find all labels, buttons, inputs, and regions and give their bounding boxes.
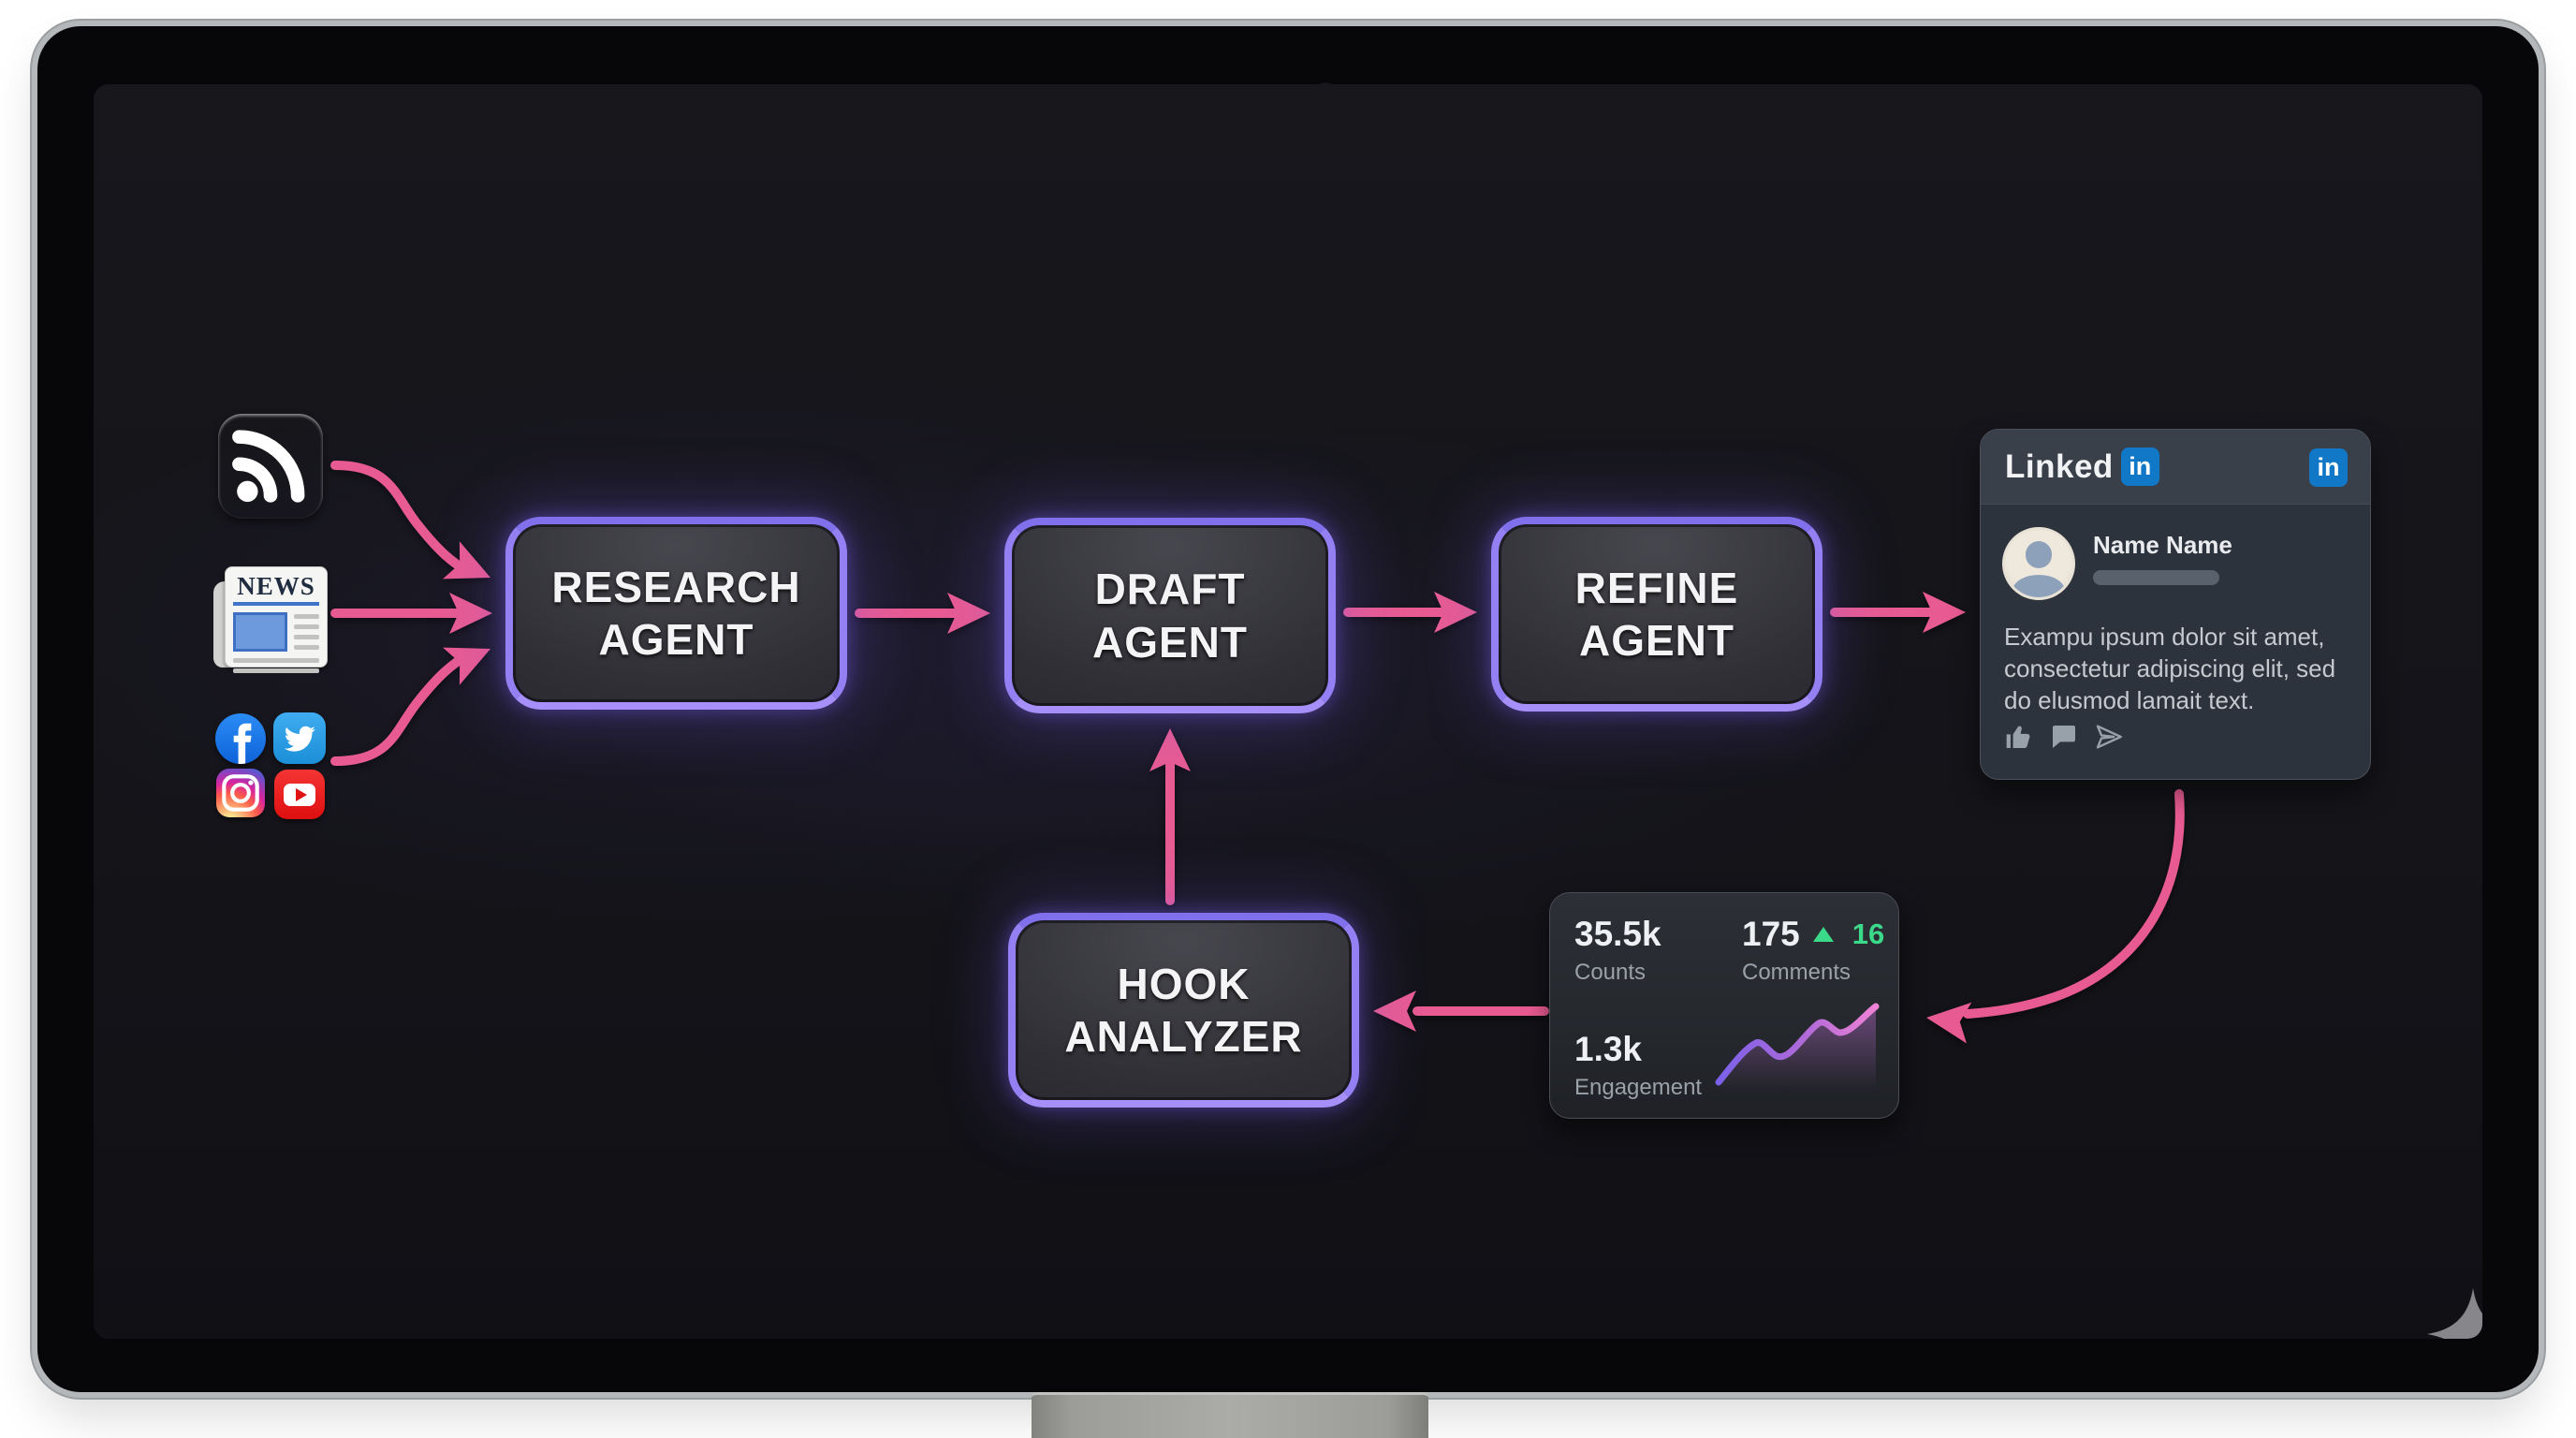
node-research-agent: RESEARCH AGENT xyxy=(505,517,847,710)
connector-rss-to-research xyxy=(330,461,499,597)
post-action-bar xyxy=(2004,722,2124,752)
youtube-icon xyxy=(274,770,325,819)
sparkle-logo-icon xyxy=(2427,1288,2482,1339)
linkedin-brand-text: Linked xyxy=(2005,448,2114,485)
linkedin-card-header: Linked in in xyxy=(1981,430,2370,505)
comments-stat: 175 16 Comments xyxy=(1742,917,1884,986)
node-research-agent-label: RESEARCH AGENT xyxy=(551,562,801,664)
linkedin-post-card: Linked in in Name Name Exampu ipsum dolo… xyxy=(1980,429,2371,780)
node-refine-agent: REFINE AGENT xyxy=(1491,517,1822,712)
comment-icon[interactable] xyxy=(2049,722,2079,752)
counts-value: 35.5k xyxy=(1574,915,1661,953)
connector-hook-to-draft xyxy=(1149,728,1191,905)
connector-news-to-research xyxy=(330,593,492,634)
connector-analytics-to-hook xyxy=(1373,990,1549,1032)
newspaper-photo-placeholder xyxy=(233,612,287,652)
linkedin-corner-logo-icon: in xyxy=(2309,448,2348,487)
comments-value: 175 xyxy=(1742,915,1800,953)
analytics-card: 35.5k Counts 175 16 Comments 1.3k Engage… xyxy=(1549,892,1899,1119)
comments-label: Comments xyxy=(1742,960,1852,985)
send-icon[interactable] xyxy=(2094,722,2124,752)
connector-refine-to-linkedin xyxy=(1830,592,1966,633)
post-body-text: Exampu ipsum dolor sit amet, consectetur… xyxy=(2004,623,2336,714)
connector-social-to-research xyxy=(330,629,499,766)
instagram-icon xyxy=(216,769,265,817)
connector-draft-to-refine xyxy=(1343,592,1477,633)
node-hook-analyzer: HOOK ANALYZER xyxy=(1008,913,1359,1108)
author-subtitle-placeholder xyxy=(2093,570,2219,585)
counts-stat: 35.5k Counts xyxy=(1574,917,1661,986)
delta-up-icon xyxy=(1812,926,1834,942)
screen: NEWS xyxy=(94,84,2482,1339)
engagement-value: 1.3k xyxy=(1574,1030,1643,1068)
author-name: Name Name xyxy=(2093,531,2232,559)
youtube-play-button xyxy=(284,783,315,806)
node-draft-agent: DRAFT AGENT xyxy=(1004,518,1336,713)
counts-label: Counts xyxy=(1574,960,1647,985)
facebook-icon xyxy=(215,713,266,764)
node-draft-agent-label: DRAFT AGENT xyxy=(1092,565,1248,667)
newspaper-title: NEWS xyxy=(237,572,315,600)
newspaper-front-page: NEWS xyxy=(225,566,328,673)
comments-delta: 16 xyxy=(1852,917,1885,950)
node-refine-agent-label: REFINE AGENT xyxy=(1574,563,1739,665)
engagement-stat: 1.3k Engagement xyxy=(1574,1032,1702,1101)
connector-layer xyxy=(330,461,2185,1044)
monitor-stand xyxy=(1032,1392,1428,1438)
newspaper-icon: NEWS xyxy=(213,566,328,673)
twitter-icon xyxy=(273,712,326,764)
node-hook-analyzer-label: HOOK ANALYZER xyxy=(1064,959,1303,1061)
connector-research-to-draft xyxy=(855,593,990,634)
like-icon[interactable] xyxy=(2004,722,2034,752)
monitor-frame: NEWS xyxy=(37,26,2539,1392)
rss-icon xyxy=(218,414,323,519)
engagement-label: Engagement xyxy=(1574,1075,1703,1100)
avatar xyxy=(2002,527,2075,600)
connector-linkedin-to-analytics xyxy=(1924,789,2185,1044)
linkedin-logo-icon: in xyxy=(2120,448,2159,486)
newspaper-rule xyxy=(233,602,319,606)
engagement-sparkline-chart xyxy=(1715,1003,1880,1090)
